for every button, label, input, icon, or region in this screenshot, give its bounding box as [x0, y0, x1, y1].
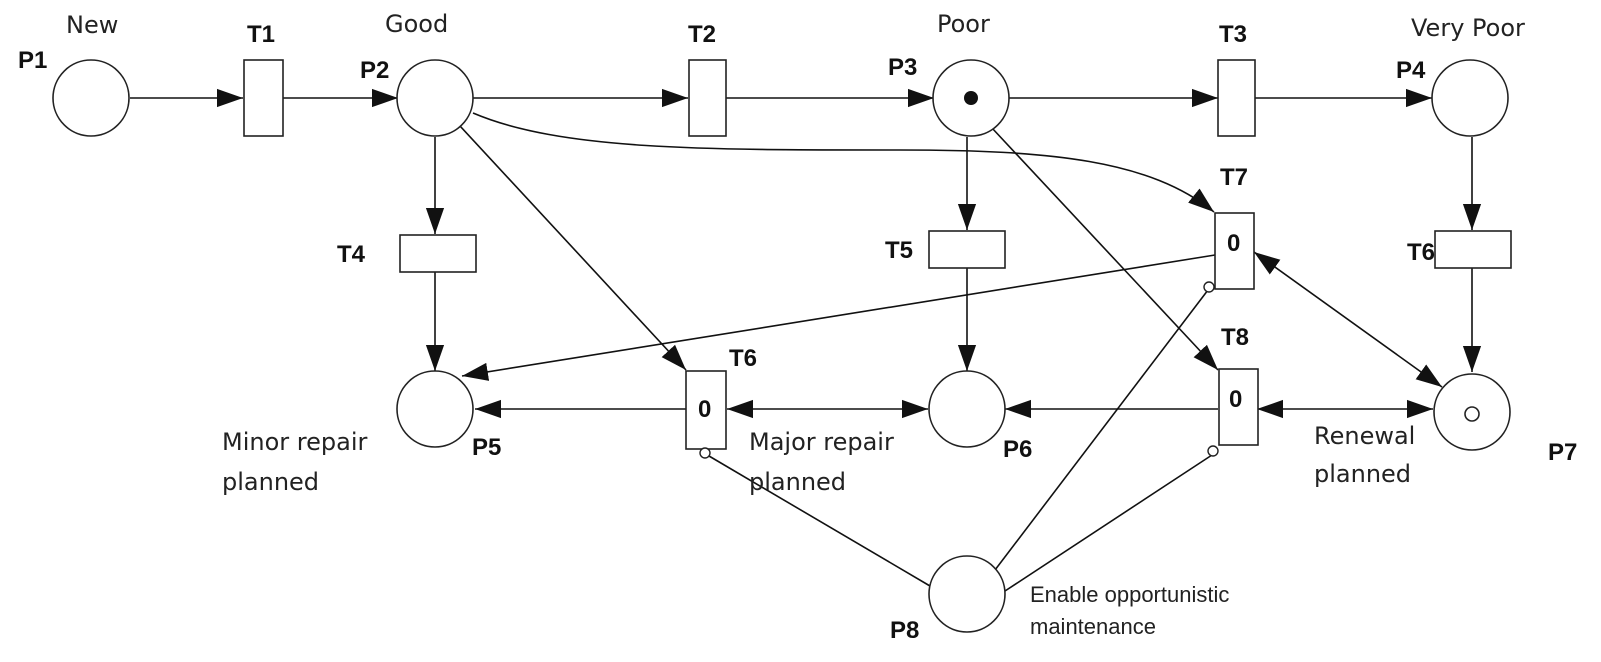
inhibitor-circle-t8	[1207, 445, 1219, 457]
desc-p8-line2: maintenance	[1030, 614, 1156, 639]
label-t8: T8	[1221, 324, 1249, 351]
place-p4[interactable]	[1431, 59, 1509, 137]
token-dot-p3	[964, 91, 978, 105]
transition-t7[interactable]	[1214, 212, 1255, 290]
label-p7: P7	[1548, 439, 1577, 466]
arc-p3-t8	[991, 127, 1219, 371]
label-p3: P3	[888, 54, 917, 81]
desc-p8-line1: Enable opportunistic	[1030, 582, 1229, 607]
t8-value: 0	[1229, 386, 1242, 413]
transition-t2[interactable]	[688, 59, 727, 137]
state-poor: Poor	[937, 10, 990, 38]
desc-p5-line2: planned	[222, 468, 319, 496]
state-very-poor: Very Poor	[1411, 14, 1525, 42]
label-t7: T7	[1220, 164, 1248, 191]
desc-p6-line1: Major repair	[749, 428, 894, 456]
label-t4: T4	[337, 241, 366, 268]
label-t3: T3	[1219, 21, 1247, 48]
state-good: Good	[385, 10, 448, 38]
inhibitor-arc-p8-t6b	[708, 455, 931, 587]
place-p6[interactable]	[928, 370, 1006, 448]
label-p1: P1	[18, 47, 47, 74]
transition-t6-timed[interactable]	[685, 370, 727, 450]
transition-t8[interactable]	[1218, 368, 1259, 446]
desc-p7-line1: Renewal	[1314, 422, 1415, 450]
arc-t7-p7	[1253, 251, 1443, 388]
inhibitor-arc-p8-t8	[1004, 454, 1213, 592]
label-t1: T1	[247, 21, 275, 48]
arcs	[130, 88, 1482, 592]
inhibitor-arc-p8-t7	[994, 289, 1209, 571]
place-p8[interactable]	[928, 555, 1006, 633]
place-p1[interactable]	[52, 59, 130, 137]
label-p5: P5	[472, 434, 501, 461]
transition-t4[interactable]	[399, 234, 477, 273]
transitions	[243, 59, 1512, 459]
inhibitor-circle-t6	[699, 447, 711, 459]
t7-value: 0	[1227, 230, 1240, 257]
hollow-token-p7	[1464, 406, 1480, 422]
label-p8: P8	[890, 617, 919, 644]
label-t6: T6	[1407, 239, 1435, 266]
label-t2: T2	[688, 21, 716, 48]
desc-p5-line1: Minor repair	[222, 428, 367, 456]
state-new: New	[66, 11, 118, 39]
place-p2[interactable]	[396, 59, 474, 137]
arc-t7-p5	[461, 254, 1216, 381]
label-p4: P4	[1396, 57, 1426, 84]
inhibitor-circle-t7	[1203, 281, 1215, 293]
arc-p2-t7	[472, 112, 1215, 213]
transition-t5[interactable]	[928, 230, 1006, 269]
desc-p6-line2: planned	[749, 468, 846, 496]
desc-p7-line2: planned	[1314, 460, 1411, 488]
place-p5[interactable]	[396, 370, 474, 448]
t6-value: 0	[698, 396, 711, 423]
transition-t6[interactable]	[1434, 230, 1512, 269]
label-t5: T5	[885, 237, 913, 264]
label-t6-timed: T6	[729, 345, 757, 372]
transition-t3[interactable]	[1217, 59, 1256, 137]
label-p6: P6	[1003, 436, 1032, 463]
label-p2: P2	[360, 57, 389, 84]
places	[52, 59, 1511, 633]
transition-t1[interactable]	[243, 59, 284, 137]
arc-p2-t6b	[459, 125, 687, 371]
